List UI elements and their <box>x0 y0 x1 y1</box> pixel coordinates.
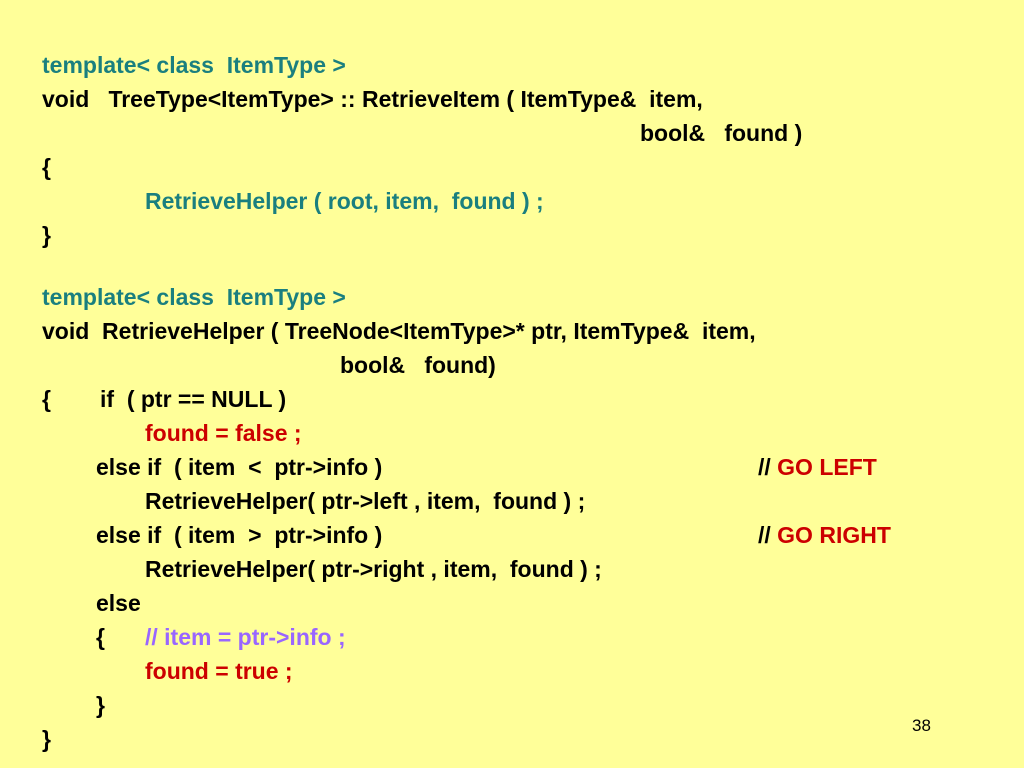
call-left-line: RetrieveHelper( ptr->left , item, found … <box>145 488 586 514</box>
retrieve-helper-call: RetrieveHelper ( root, item, found ) ; <box>145 188 544 214</box>
inner-open-brace: { <box>96 624 105 650</box>
retrieve-helper-signature-line1: void RetrieveHelper ( TreeNode<ItemType>… <box>42 318 756 344</box>
retrieve-helper-open-brace: { <box>42 386 51 412</box>
retrieve-helper-close-brace: } <box>42 726 51 752</box>
slide-number: 38 <box>912 716 931 735</box>
retrieve-item-close-brace: } <box>42 222 51 248</box>
inner-close-brace: } <box>96 692 105 718</box>
found-true-line: found = true ; <box>145 658 293 684</box>
retrieve-item-open-brace: { <box>42 154 51 180</box>
else-line: else <box>96 590 141 616</box>
comment-slashes: // <box>758 454 771 480</box>
item-assign-comment: // item = ptr->info ; <box>145 624 346 650</box>
go-right-text: GO RIGHT <box>777 522 891 548</box>
if-null-line: if ( ptr == NULL ) <box>100 386 287 412</box>
retrieve-item-signature-line1: void TreeType<ItemType> :: RetrieveItem … <box>42 86 703 112</box>
call-right-line: RetrieveHelper( ptr->right , item, found… <box>145 556 602 582</box>
retrieve-item-signature-line2: bool& found ) <box>640 120 803 146</box>
go-left-text: GO LEFT <box>777 454 877 480</box>
go-left-comment: // GO LEFT <box>758 450 877 484</box>
template-line-1: template< class ItemType > <box>42 52 346 78</box>
retrieve-helper-signature-line2: bool& found) <box>340 352 496 378</box>
go-right-comment: // GO RIGHT <box>758 518 891 552</box>
comment-slashes: // <box>758 522 771 548</box>
else-if-left-line: else if ( item < ptr->info ) <box>96 454 383 480</box>
template-line-2: template< class ItemType > <box>42 284 346 310</box>
found-false-line: found = false ; <box>145 420 302 446</box>
else-if-right-line: else if ( item > ptr->info ) <box>96 522 383 548</box>
